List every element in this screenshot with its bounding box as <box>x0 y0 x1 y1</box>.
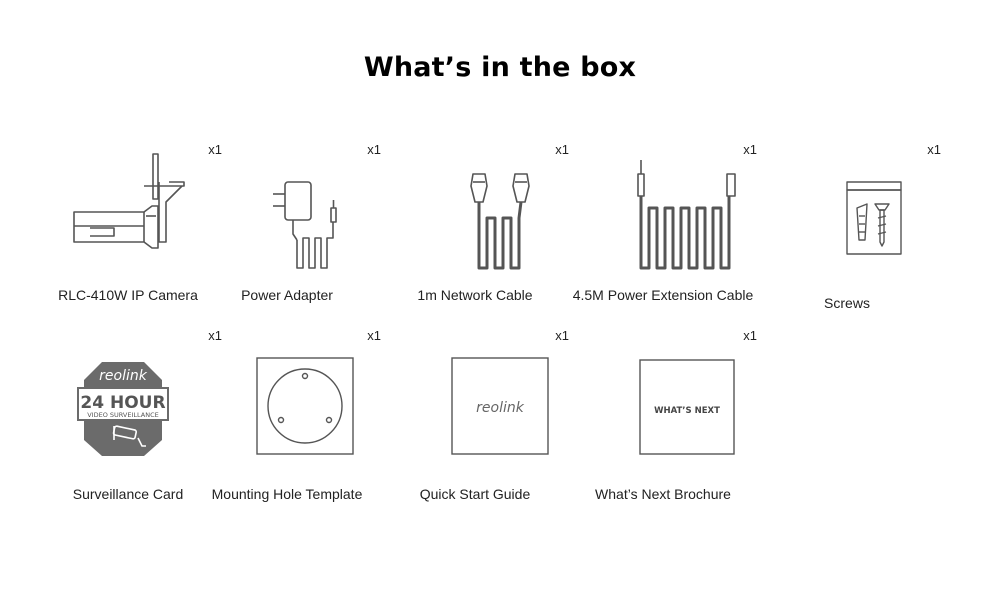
item-label: Screws <box>824 295 870 311</box>
cctv-icon <box>112 425 146 447</box>
item-label: 4.5M Power Extension Cable <box>572 287 754 303</box>
quantity: x1 <box>927 142 941 157</box>
item-power-extension-cable: x1 4.5M Power Extension Cable <box>569 142 757 322</box>
guide-brand-text: reolink <box>476 400 525 416</box>
brochure-icon: WHAT’S NEXT <box>639 359 735 455</box>
brochure-text: WHAT’S NEXT <box>654 406 720 416</box>
quantity: x1 <box>555 328 569 343</box>
quantity: x1 <box>367 328 381 343</box>
quantity: x1 <box>367 142 381 157</box>
card-subline-text: VIDEO SURVEILLANCE <box>87 411 159 419</box>
item-label: RLC-410W IP Camera <box>58 287 198 303</box>
item-network-cable: x1 1m Network Cable <box>381 142 569 322</box>
item-label: Quick Start Guide <box>419 486 531 502</box>
item-label: Surveillance Card <box>72 486 184 502</box>
mounting-template-icon <box>256 357 354 455</box>
card-headline-text: 24 HOUR <box>80 393 165 413</box>
network-cable-icon <box>470 173 530 270</box>
card-brand-text: reolink <box>99 368 148 384</box>
quantity: x1 <box>208 328 222 343</box>
quick-start-guide-icon: reolink <box>451 357 549 455</box>
screws-bag-icon <box>846 181 902 255</box>
item-label: Mounting Hole Template <box>211 486 363 502</box>
item-label: 1m Network Cable <box>417 287 533 303</box>
quantity: x1 <box>208 142 222 157</box>
page-title: What’s in the box <box>363 52 637 83</box>
item-whats-next-brochure: x1 WHAT’S NEXT What’s Next Brochure <box>569 328 757 508</box>
item-quick-start-guide: x1 reolink Quick Start Guide <box>381 328 569 508</box>
item-label: Power Adapter <box>241 287 333 303</box>
item-mounting-template: x1 Mounting Hole Template <box>193 328 381 508</box>
item-camera: x1 RLC-410W IP Camera <box>34 142 222 322</box>
power-adapter-icon <box>273 181 337 269</box>
camera-icon <box>73 153 185 249</box>
item-surveillance-card: x1 reolink 24 HOUR VIDEO SURVEILLANCE Su… <box>34 328 222 508</box>
quantity: x1 <box>743 142 757 157</box>
surveillance-card-icon: reolink 24 HOUR VIDEO SURVEILLANCE <box>77 362 169 456</box>
item-power-adapter: x1 Power Adapter <box>193 142 381 322</box>
quantity: x1 <box>555 142 569 157</box>
extension-cable-icon <box>637 160 736 270</box>
item-screws: x1 Screws <box>753 142 941 322</box>
quantity: x1 <box>743 328 757 343</box>
item-label: What’s Next Brochure <box>595 486 731 502</box>
